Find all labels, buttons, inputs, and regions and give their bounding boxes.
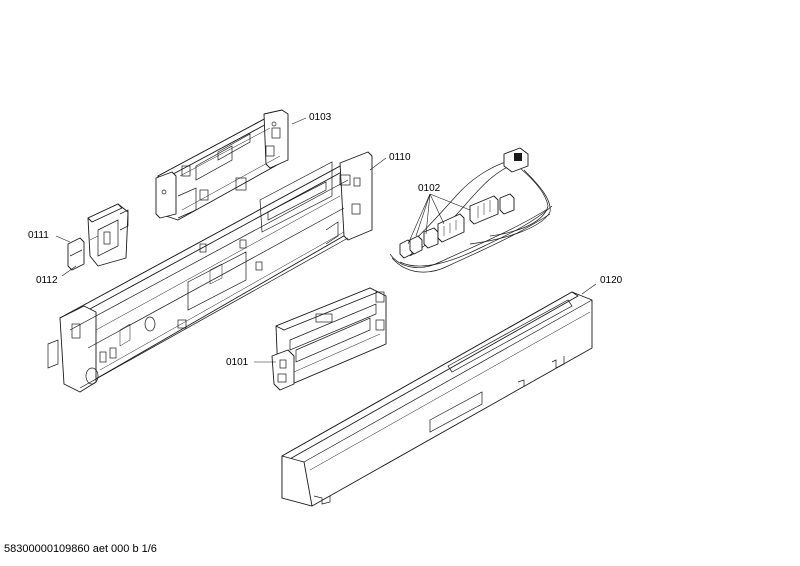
part-0101-display[interactable]	[271, 287, 387, 391]
callout-0110: 0110	[389, 152, 411, 163]
callout-0112: 0112	[36, 275, 58, 286]
part-0110-frame[interactable]	[47, 151, 373, 393]
part-0112-connector[interactable]	[67, 237, 85, 271]
callout-0111: 0111	[28, 230, 49, 241]
callout-0120: 0120	[600, 275, 623, 286]
callout-0101: 0101	[226, 357, 249, 368]
part-0120-fascia[interactable]	[281, 291, 593, 507]
callout-0102: 0102	[418, 183, 441, 194]
callout-labels: 0103 0110 0102 0111 0112 0101 0120	[28, 112, 623, 368]
part-0103-board[interactable]	[155, 109, 289, 221]
callout-0103: 0103	[309, 112, 332, 123]
part-0111-switch[interactable]	[87, 203, 129, 267]
leader-lines	[55, 117, 597, 363]
document-footer-code: 58300000109860 aet 000 b 1/6	[4, 543, 157, 555]
part-0102-harness[interactable]	[389, 147, 553, 273]
